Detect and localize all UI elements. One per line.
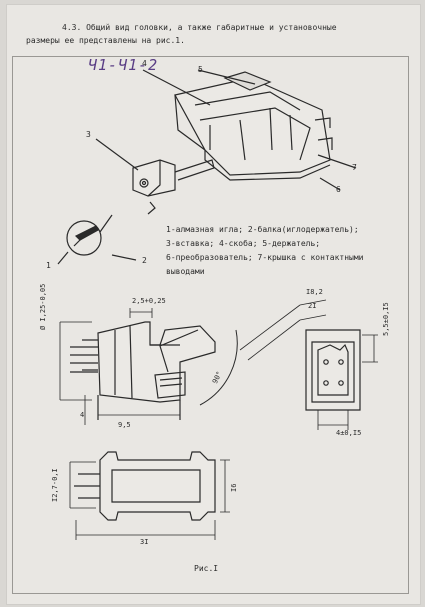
ink-stamp: Ч1-Ч1-2 (88, 56, 159, 74)
callout-4: 4 (142, 59, 147, 68)
legend-line-3: 6-преобразователь; 7-крышка с контактным… (166, 253, 364, 262)
head-assembly-drawing (174, 71, 333, 181)
figure-caption: Рис.I (194, 564, 219, 573)
intro-line-2: размеры ее представлены на рис.1. (26, 36, 185, 45)
dim-diameter-1-25: Ø I,25-0,05 (39, 283, 47, 330)
intro-line-1: 4.3. Общий вид головки, а также габаритн… (62, 23, 337, 32)
dim-31: 3I (140, 538, 149, 546)
dim-16: I6 (230, 483, 238, 492)
legend-line-1: 1-алмазная игла; 2-балка(иглодержатель); (166, 225, 359, 234)
dim-4: 4 (80, 411, 85, 419)
callout-7: 7 (352, 163, 357, 172)
insert-drawing (132, 159, 215, 215)
legend-line-2: 3-вставка; 4-скоба; 5-держатель; (166, 239, 321, 248)
dim-21: 2I (308, 302, 317, 310)
dim-5-5: 5,5±0,I5 (382, 302, 390, 336)
dim-9-5: 9,5 (118, 421, 131, 429)
callout-1: 1 (46, 261, 51, 270)
dim-4-0-15: 4±0,I5 (336, 429, 362, 437)
top-view-drawing (69, 451, 230, 540)
callout-6: 6 (336, 185, 341, 194)
side-view-drawing (59, 299, 327, 425)
needle-detail-drawing (66, 214, 113, 256)
dim-18-2: I8,2 (306, 288, 323, 296)
callout-2: 2 (142, 256, 147, 265)
front-view-drawing (305, 329, 378, 430)
figure-frame (12, 56, 409, 594)
dim-2-5: 2,5+0,25 (132, 297, 166, 305)
callout-5: 5 (198, 65, 203, 74)
callout-3: 3 (86, 130, 91, 139)
dim-12-7: I2,7-0,I (51, 468, 59, 502)
legend-line-4: выводами (166, 267, 205, 276)
